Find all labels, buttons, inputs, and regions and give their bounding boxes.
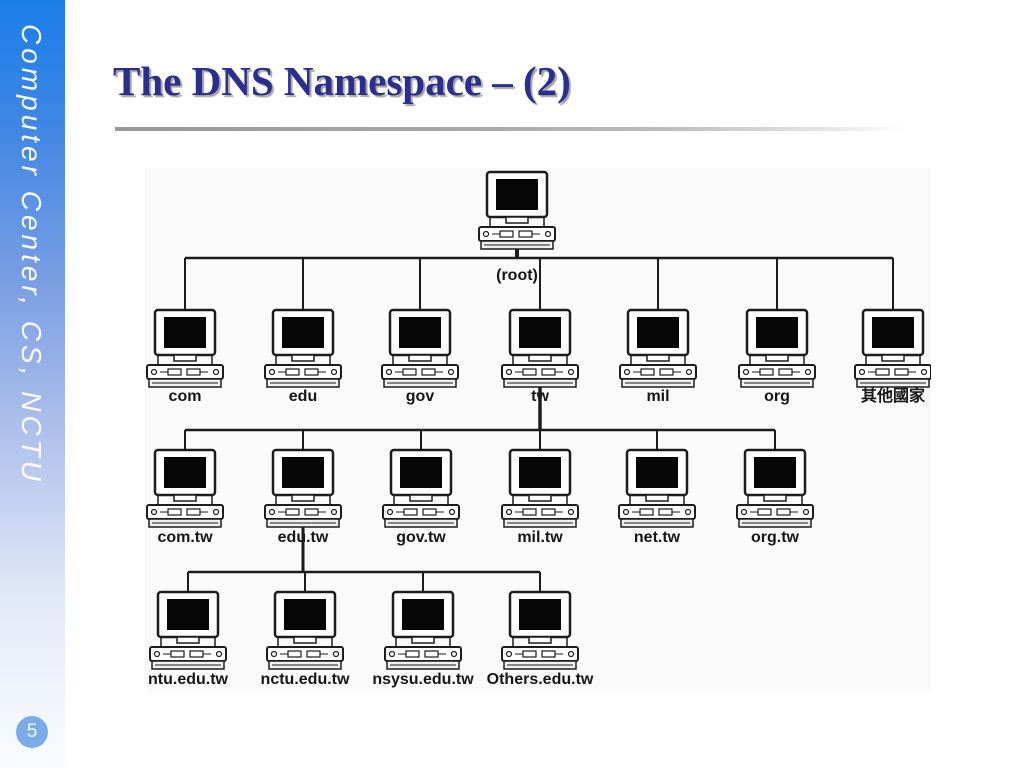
tree-node-computer [264,308,342,388]
tree-node-computer [736,448,814,528]
tree-node-label: mil.tw [517,529,563,546]
tree-node-root-computer [478,170,556,250]
tree-node-label: 其他國家 [861,386,926,405]
tree-node-computer [384,590,462,670]
tree-node-label: com [169,388,202,405]
tree-node-computer [266,590,344,670]
dns-tree-diagram: (root) com [146,170,931,688]
page-number-badge: 5 [16,716,48,748]
tree-node-computer [381,308,459,388]
tree-node-computer [146,308,224,388]
slide-title: The DNS Namespace – (2) [113,58,571,105]
sidebar-caption: Computer Center, CS, NCTU [16,24,47,485]
tree-node-label: nsysu.edu.tw [372,671,474,688]
tree-node-computer [618,448,696,528]
tree-node-label: com.tw [157,529,213,546]
tree-node-computer [264,448,342,528]
tree-node-computer [146,448,224,528]
tree-node-root-label: (root) [496,267,538,284]
tree-node-label: org [764,388,790,405]
tree-node-label: edu [289,388,317,405]
dns-tree-panel: (root) com [145,168,931,693]
page-number: 5 [26,721,38,742]
tree-node-label: mil [646,388,669,405]
tree-node-computer [619,308,697,388]
tree-node-label: net.tw [634,529,681,546]
tree-node-computer [501,308,579,388]
tree-node-computer [854,308,931,388]
tree-node-label: ntu.edu.tw [148,671,229,688]
tree-node-computer [149,590,227,670]
tree-node-label: Others.edu.tw [487,671,594,688]
tree-node-label: nctu.edu.tw [261,671,350,688]
tree-node-computer [501,590,579,670]
tree-node-computer [738,308,816,388]
sidebar: Computer Center, CS, NCTU [0,0,65,768]
tree-node-label: gov.tw [396,529,446,546]
tree-node-label: org.tw [751,529,800,546]
tree-node-computer [501,448,579,528]
title-divider [115,127,908,131]
tree-node-computer [382,448,460,528]
tree-node-label: gov [406,388,435,405]
